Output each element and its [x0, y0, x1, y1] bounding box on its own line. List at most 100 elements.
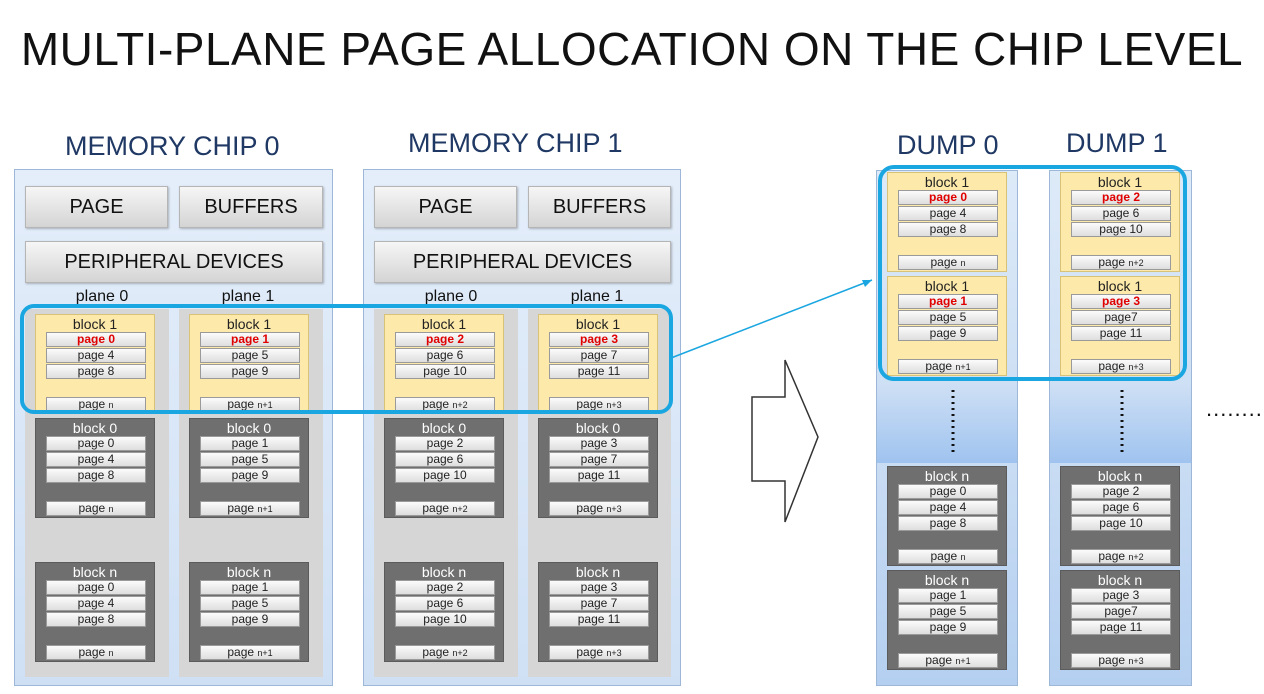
page-cell: page 10: [395, 364, 495, 379]
continuation-ellipsis: ........: [1206, 396, 1263, 421]
chip-0-title: MEMORY CHIP 0: [65, 131, 280, 161]
page-cell: page 3: [549, 332, 649, 347]
block-label: block n: [924, 572, 970, 588]
chip-1-title: MEMORY CHIP 1: [408, 128, 623, 158]
transform-arrow: [751, 359, 819, 523]
page-cell: page 3: [549, 436, 649, 451]
connector-line: [670, 279, 873, 359]
page-cell: page 2: [1071, 484, 1171, 499]
memory-chip-0: PAGE BUFFERS PERIPHERAL DEVICES plane 0 …: [14, 169, 333, 686]
peripheral-devices-button: PERIPHERAL DEVICES: [25, 241, 323, 283]
page-cell: page 11: [549, 612, 649, 627]
dump-highlight-box: [878, 165, 1187, 381]
page-cell: page 11: [1071, 326, 1171, 341]
block-label: block 1: [575, 316, 621, 332]
page-cell: page 2: [1071, 190, 1171, 205]
page-cell: page 9: [898, 620, 998, 635]
page-button: PAGE: [25, 186, 168, 228]
page-last: page n+1: [200, 397, 300, 412]
page-cell: page 11: [549, 364, 649, 379]
page-cell: page 5: [200, 452, 300, 467]
page-cell: page 8: [46, 364, 146, 379]
page-cell: page 7: [549, 452, 649, 467]
page-cell: page 7: [549, 596, 649, 611]
page-last: page n+2: [1071, 255, 1171, 270]
plane-1-label: plane 1: [221, 288, 275, 305]
page-cell: page 9: [200, 364, 300, 379]
page-cell: page 0: [898, 190, 998, 205]
block-label: block 1: [924, 278, 970, 294]
block-label: block n: [1097, 572, 1143, 588]
block-label: block 1: [1097, 278, 1143, 294]
block-label: block n: [421, 564, 467, 580]
block-label: block 0: [72, 420, 118, 436]
peripheral-devices-button: PERIPHERAL DEVICES: [374, 241, 671, 283]
page-button: PAGE: [374, 186, 517, 228]
page-cell: page 1: [898, 294, 998, 309]
page-last: page n: [46, 501, 146, 516]
page-cell: page 8: [46, 468, 146, 483]
page-cell: page 0: [898, 484, 998, 499]
page-cell: page 9: [200, 612, 300, 627]
buffers-button: BUFFERS: [179, 186, 323, 228]
page-last: page n+3: [549, 645, 649, 660]
page-cell: page 4: [46, 348, 146, 363]
page-cell: page 7: [549, 348, 649, 363]
page-last: page n+1: [200, 645, 300, 660]
page-last: page n+2: [395, 645, 495, 660]
chip-highlight-box: [20, 304, 673, 414]
page-cell: page 2: [395, 436, 495, 451]
page-last: page n+3: [1071, 653, 1171, 668]
page-cell: page 11: [1071, 620, 1171, 635]
page-last: page n: [898, 255, 998, 270]
block-label: block n: [226, 564, 272, 580]
page-cell: page 4: [46, 452, 146, 467]
page-last: page n+2: [1071, 549, 1171, 564]
page-cell: page7: [1071, 310, 1171, 325]
plane-0-label: plane 0: [424, 288, 478, 305]
block-label: block 0: [226, 420, 272, 436]
block-label: block 0: [575, 420, 621, 436]
block-label: block n: [72, 564, 118, 580]
page-last: page n: [46, 645, 146, 660]
page-cell: page 6: [395, 348, 495, 363]
plane-1-label: plane 1: [570, 288, 624, 305]
block-label: block 1: [72, 316, 118, 332]
page-cell: page 3: [1071, 294, 1171, 309]
page-cell: page 6: [395, 452, 495, 467]
page-cell: page 8: [46, 612, 146, 627]
page-last: page n+1: [200, 501, 300, 516]
page-cell: page 3: [1071, 588, 1171, 603]
slide-title: MULTI-PLANE PAGE ALLOCATION ON THE CHIP …: [20, 23, 1244, 75]
page-cell: page 2: [395, 580, 495, 595]
block-label: block n: [575, 564, 621, 580]
block-label: block 1: [1097, 174, 1143, 190]
page-cell: page 5: [898, 310, 998, 325]
page-last: page n+1: [898, 653, 998, 668]
page-cell: page 11: [549, 468, 649, 483]
page-last: page n+3: [549, 501, 649, 516]
block-label: block n: [924, 468, 970, 484]
page-cell: page 1: [898, 588, 998, 603]
page-cell: page 3: [549, 580, 649, 595]
block-label: block 1: [226, 316, 272, 332]
page-cell: page 1: [200, 332, 300, 347]
page-cell: page 4: [898, 500, 998, 515]
memory-chip-1: PAGE BUFFERS PERIPHERAL DEVICES plane 0 …: [363, 169, 681, 686]
